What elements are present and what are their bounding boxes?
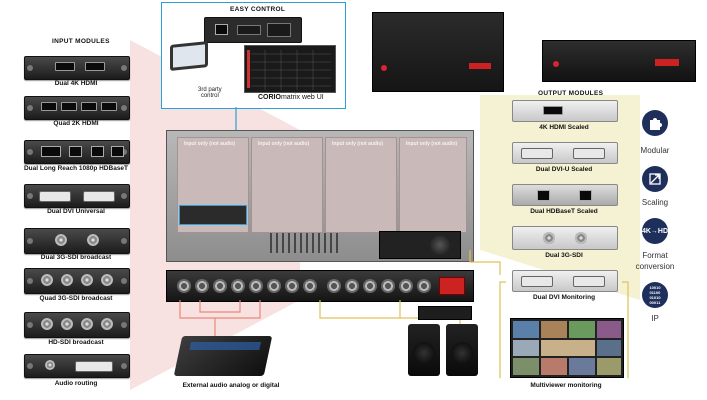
feature-label-format-conversion: Format conversion <box>635 251 675 271</box>
input-module-label: Dual DVI Universal <box>47 208 105 215</box>
puzzle-icon <box>642 110 668 136</box>
web-ui-screen <box>244 45 336 93</box>
chassis-vents <box>270 233 338 253</box>
input-module-label: Quad 2K HDMI <box>53 120 99 127</box>
external-audio-label: External audio analog or digital <box>182 382 280 389</box>
output-module-dual-hdbaset[interactable] <box>512 184 618 206</box>
ip-glyph: 10010 01100 01010 00011 <box>649 285 661 305</box>
input-module-audio-routing[interactable] <box>24 354 130 378</box>
third-party-control-label: 3rd party control <box>198 87 222 99</box>
easy-control-title: EASY CONTROL <box>230 6 286 13</box>
slot-text: Input only (not audio) <box>332 141 384 147</box>
input-modules-title: INPUT MODULES <box>52 38 110 45</box>
rack-chassis-large <box>372 12 504 92</box>
input-module-dual-4k-hdmi[interactable] <box>24 56 130 80</box>
main-chassis: Input only (not audio) Input only (not a… <box>166 130 474 262</box>
input-module-quad-2k-hdmi[interactable] <box>24 96 130 120</box>
input-module-quad-3g-sdi[interactable] <box>24 268 130 294</box>
output-module-label: Dual DVI-U Scaled <box>535 166 593 173</box>
output-module-4k-hdmi[interactable] <box>512 100 618 122</box>
chassis-slot-column: Input only (not audio) <box>399 137 467 233</box>
slot-text: Input only (not audio) <box>406 141 458 147</box>
format-conversion-icon: 4K→HD <box>642 218 668 244</box>
multiviewer-display <box>510 318 624 378</box>
multiviewer-label: Multiviewer monitoring <box>530 382 602 389</box>
speaker-left <box>408 324 440 376</box>
format-conversion-glyph: 4K→HD <box>641 227 669 235</box>
output-module-dual-3g-sdi[interactable] <box>512 226 618 250</box>
ip-icon: 10010 01100 01010 00011 <box>642 282 668 308</box>
input-module-label: Dual 4K HDMI <box>54 80 98 87</box>
power-supply <box>379 231 461 259</box>
slot-text: Input only (not audio) <box>258 141 310 147</box>
output-module-label: Dual HDBaseT Scaled <box>530 208 598 215</box>
audio-interface-box <box>418 306 472 320</box>
input-module-label: Dual 3G-SDI broadcast <box>40 254 112 261</box>
control-card <box>204 17 302 43</box>
output-modules-title: OUTPUT MODULES <box>538 90 604 97</box>
web-ui-brand: matrix <box>280 94 301 101</box>
output-module-dual-dvi-monitoring[interactable] <box>512 270 618 292</box>
chassis-slot-column: Input only (not audio) <box>325 137 397 233</box>
chassis-slot-column: Input only (not audio) <box>251 137 323 233</box>
slot-text: Input only (not audio) <box>184 141 236 147</box>
output-module-label: Dual DVI Monitoring <box>532 294 596 301</box>
web-ui-suffix: web UI <box>300 94 324 101</box>
output-module-label: Dual 3G-SDI <box>545 252 583 259</box>
feature-label-modular: Modular <box>640 146 670 155</box>
input-module-dual-3g-sdi[interactable] <box>24 228 130 254</box>
input-module-dual-hdbaset[interactable] <box>24 140 130 164</box>
feature-label-scaling: Scaling <box>641 198 669 207</box>
scaling-icon <box>642 166 668 192</box>
web-ui-label: CORIOmatrix web UI <box>258 94 324 101</box>
output-module-label: 4K HDMI Scaled <box>539 124 589 131</box>
output-module-dual-dvi-u[interactable] <box>512 142 618 164</box>
input-module-label: Audio routing <box>54 380 98 387</box>
chassis-control-card <box>179 205 247 225</box>
audio-unit <box>166 270 474 302</box>
feature-label-ip: IP <box>651 314 659 323</box>
input-module-label: Quad 3G-SDI broadcast <box>39 295 113 302</box>
input-module-dual-dvi[interactable] <box>24 184 130 208</box>
input-module-label: Dual Long Reach 1080p HDBaseT <box>23 165 129 172</box>
input-module-hd-sdi[interactable] <box>24 312 130 338</box>
input-module-label: HD-SDI broadcast <box>48 339 104 346</box>
speaker-right <box>446 324 478 376</box>
easy-control-panel: EASY CONTROL 3rd party control CORIOmatr… <box>161 2 346 109</box>
web-ui-prefix: CORIO <box>258 94 281 101</box>
rack-chassis-small <box>542 40 696 82</box>
